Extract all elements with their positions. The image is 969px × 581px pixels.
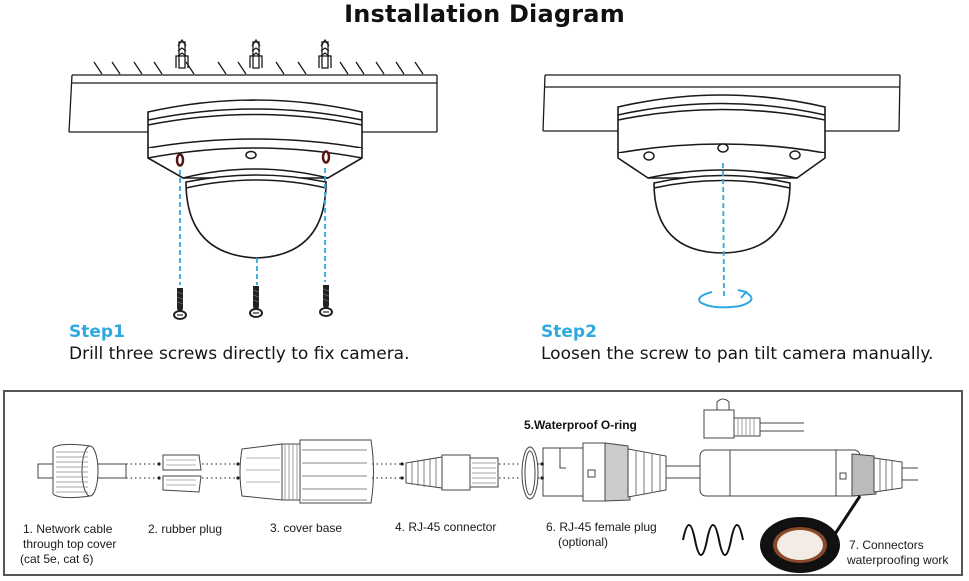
wall-plug-icon <box>249 39 263 69</box>
mounting-illustrations <box>68 39 901 320</box>
screw-icon <box>319 284 333 317</box>
screw-icon <box>249 285 263 318</box>
page-title: Installation Diagram <box>344 0 625 28</box>
part-label-cover-base: 3. cover base <box>270 521 343 535</box>
wall-plug-icon <box>175 39 189 69</box>
step1-description: Drill three screws directly to fix camer… <box>69 344 410 364</box>
step1-illustration <box>68 39 438 320</box>
waterproof-parts-panel <box>3 390 963 576</box>
part-label-rubber-plug: 2. rubber plug <box>148 522 223 536</box>
screw-icon <box>173 287 187 320</box>
dome-camera-icon <box>617 94 826 254</box>
dome-camera-icon <box>147 99 363 259</box>
part-label-network-cable: 1. Network cable through top cover (cat … <box>20 522 117 566</box>
step2-illustration <box>542 74 901 309</box>
part-label-waterproofing: 7. Connectors waterproofing work <box>847 538 949 567</box>
rotate-arrow-icon <box>698 289 753 309</box>
step2-label: Step2 <box>541 322 597 342</box>
wall-plug-icon <box>318 39 332 69</box>
part-label-rj45-connector: 4. RJ-45 connector <box>395 520 497 534</box>
step2-description: Loosen the screw to pan tilt camera manu… <box>541 344 934 364</box>
o-ring-label: 5.Waterproof O-ring <box>524 418 637 432</box>
part-label-female-plug: 6. RJ-45 female plug (optional) <box>546 520 657 549</box>
guide-lines <box>179 168 326 285</box>
step1-label: Step1 <box>69 322 125 342</box>
